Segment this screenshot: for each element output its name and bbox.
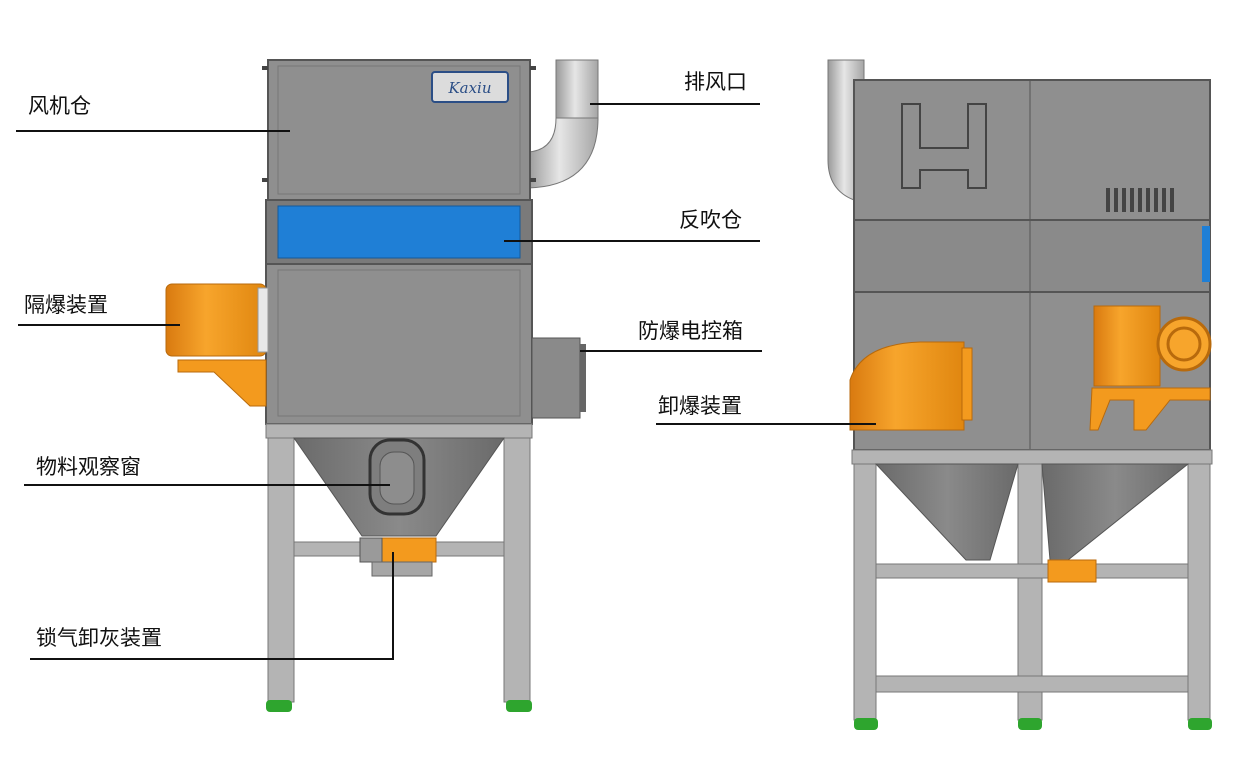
airlock-valve <box>359 537 437 577</box>
logo-text: Kaxiu <box>447 79 491 97</box>
label-pulse-chamber: 反吹仓 <box>679 208 742 232</box>
leader-pulse-chamber <box>504 240 760 242</box>
exhaust-pipe <box>527 59 599 189</box>
explosion-proof-control-box <box>531 337 586 419</box>
flame-arrester <box>165 283 269 407</box>
right-leg <box>503 437 531 703</box>
label-exhaust-outlet: 排风口 <box>684 70 747 94</box>
label-fan-chamber: 风机仓 <box>28 94 91 118</box>
label-explosion-proof-control-box: 防爆电控箱 <box>638 319 743 343</box>
filter-chamber <box>265 263 533 425</box>
side-view <box>827 59 1213 730</box>
label-flame-arrester: 隔爆装置 <box>24 293 108 317</box>
leader-explosion-proof-control-box <box>580 350 762 352</box>
leader-fan-chamber <box>16 130 290 132</box>
leader-explosion-vent <box>656 423 876 425</box>
left-leg <box>267 437 295 703</box>
leader-airlock-discharge <box>30 658 394 660</box>
leader-material-viewing-window <box>24 484 390 486</box>
front-view: Kaxiu <box>165 59 599 712</box>
leader-flame-arrester <box>18 324 180 326</box>
brand-logo: Kaxiu <box>431 71 509 103</box>
label-material-viewing-window: 物料观察窗 <box>36 455 141 479</box>
explosion-vent <box>849 341 973 431</box>
leader-exhaust-outlet <box>590 103 760 105</box>
label-airlock-discharge: 锁气卸灰装置 <box>36 626 162 650</box>
side-flame-arrester <box>1089 305 1212 431</box>
leader-airlock-discharge-vertical <box>392 552 394 660</box>
label-explosion-vent: 卸爆装置 <box>658 394 742 418</box>
